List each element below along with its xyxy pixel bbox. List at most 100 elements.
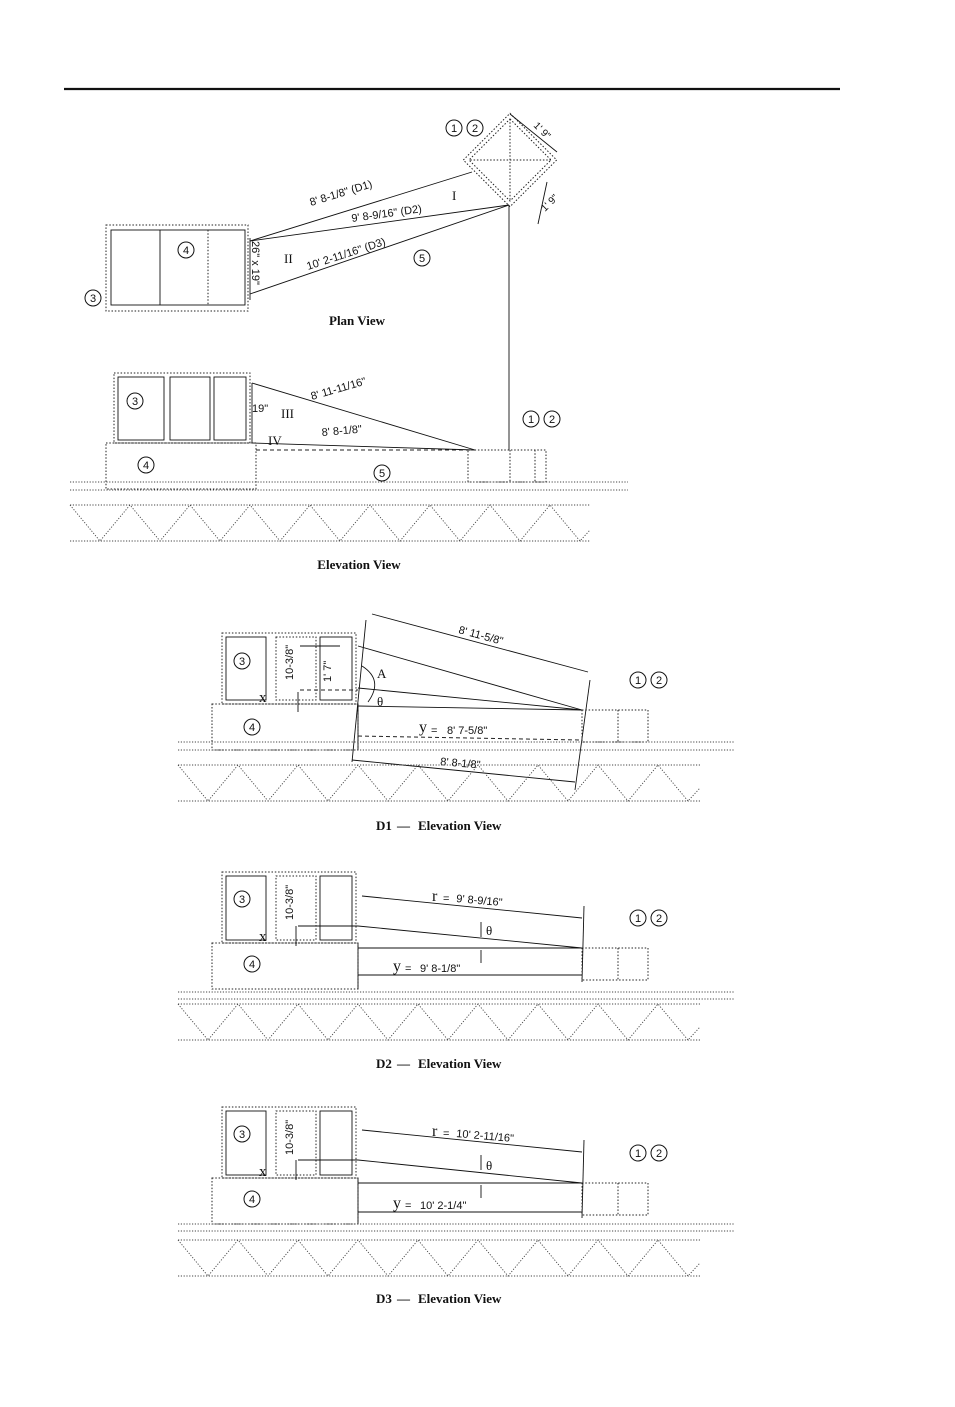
d2-device — [581, 947, 649, 981]
d1-caption-dash: — — [396, 818, 411, 833]
d1-bottom-label: 8' 8-1/8" — [440, 756, 481, 771]
marker-d2-4: 4 — [243, 955, 261, 973]
plan-line-d2 — [249, 204, 510, 242]
plan-view-caption: Plan View — [329, 313, 386, 328]
elev-upper-machine-right — [213, 376, 247, 441]
d3-caption-text: Elevation View — [418, 1291, 502, 1306]
d2-r-eq: = — [443, 893, 449, 905]
d3-r-letter: r — [432, 1123, 438, 1140]
svg-text:2: 2 — [549, 414, 555, 426]
d2-theta: θ — [486, 923, 492, 938]
d3-theta: θ — [486, 1158, 492, 1173]
plan-square-dim-b: 1' 9" — [539, 192, 561, 214]
svg-text:1: 1 — [635, 1148, 641, 1160]
plan-region-ii: II — [284, 251, 293, 266]
d3-machine-left — [225, 1110, 267, 1176]
svg-text:5: 5 — [419, 253, 425, 265]
svg-text:2: 2 — [656, 675, 662, 687]
marker-elev-5: 5 — [373, 464, 391, 482]
marker-plan-5: 5 — [413, 249, 431, 267]
plan-d3-label: 10' 2-11/16" (D3) — [305, 236, 387, 273]
d2-r-line — [357, 925, 583, 949]
d3-r-eq: = — [443, 1128, 449, 1140]
d2-h1-label: 10-3/8" — [284, 885, 296, 920]
elev-upper-machine-mid — [169, 376, 211, 441]
d1-level-line — [357, 705, 583, 711]
marker-d2-2: 2 — [650, 909, 668, 927]
marker-d1-1: 1 — [629, 671, 647, 689]
svg-text:2: 2 — [656, 1148, 662, 1160]
marker-d3-1: 1 — [629, 1144, 647, 1162]
plan-line-d1 — [249, 171, 473, 242]
d1-ground — [177, 741, 735, 802]
d1-device — [581, 709, 649, 743]
d3-y-letter: y — [393, 1195, 401, 1212]
plan-square-dim-top — [509, 113, 558, 153]
svg-text:4: 4 — [249, 959, 255, 971]
d3-ground — [177, 1223, 735, 1277]
marker-d3-3: 3 — [233, 1125, 251, 1143]
svg-text:2: 2 — [656, 913, 662, 925]
d3-r-line — [357, 1159, 583, 1184]
elev-upper-machine-left — [117, 376, 165, 441]
markers: 1 2 4 3 5 3 4 5 1 2 3 4 1 2 3 4 1 2 3 4 … — [84, 119, 668, 1208]
marker-d3-2: 2 — [650, 1144, 668, 1162]
d1-x-letter: x — [259, 690, 267, 706]
plan-region-i: I — [452, 188, 456, 203]
d1-theta: θ — [377, 694, 383, 709]
d3-h1-label: 10-3/8" — [284, 1120, 296, 1155]
marker-d2-1: 1 — [629, 909, 647, 927]
marker-d1-2: 2 — [650, 671, 668, 689]
d1-caption-label: D1 — [376, 818, 392, 833]
d1-left-tick — [351, 619, 367, 763]
d3-r-dim-line — [361, 1129, 583, 1153]
svg-text:4: 4 — [183, 245, 189, 257]
d3-base — [211, 1177, 359, 1225]
d3-caption-dash: — — [396, 1291, 411, 1306]
marker-plan-2: 2 — [466, 119, 484, 137]
svg-text:2: 2 — [472, 123, 478, 135]
svg-text:3: 3 — [132, 396, 138, 408]
d1-slant-line — [357, 645, 583, 711]
d3-r-value: 10' 2-11/16" — [456, 1128, 515, 1145]
d3-device — [581, 1182, 649, 1216]
plan-machine-body — [110, 229, 246, 306]
d1-machine-mid — [275, 636, 317, 701]
plan-line-d3 — [249, 204, 510, 295]
elevation-view: 19" 8' 11-11/16" 8' 8-1/8" III IV Elevat… — [69, 372, 628, 572]
d1-y-value: 8' 7-5/8" — [447, 725, 487, 737]
d2-y-eq: = — [405, 963, 411, 975]
elev-device — [467, 449, 547, 483]
d2-x-letter: x — [259, 929, 267, 945]
svg-text:1: 1 — [635, 675, 641, 687]
d2-r-value: 9' 8-9/16" — [456, 893, 503, 909]
svg-text:4: 4 — [249, 1194, 255, 1206]
d2-y-letter: y — [393, 958, 401, 975]
elev-ground — [69, 481, 628, 542]
d2-ground — [177, 991, 735, 1041]
d1-elevation: 8' 11-5/8" 8' 8-1/8" y = 8' 7-5/8" x 10-… — [177, 613, 735, 833]
plan-view: 8' 8-1/8" (D1) 9' 8-9/16" (D2) 10' 2-11/… — [105, 112, 561, 450]
d1-sight-line — [357, 687, 583, 711]
marker-d2-3: 3 — [233, 890, 251, 908]
d1-angle-a: A — [377, 666, 387, 681]
plan-machine-outline — [105, 224, 249, 312]
plan-d1-label: 8' 8-1/8" (D1) — [308, 178, 373, 208]
marker-plan-3: 3 — [84, 289, 102, 307]
d2-machine-mid — [275, 875, 317, 941]
d2-machine-left — [225, 875, 267, 941]
elevation-view-caption: Elevation View — [317, 557, 401, 572]
svg-text:1: 1 — [451, 123, 457, 135]
d2-right-tick — [581, 905, 585, 983]
d3-right-tick — [581, 1139, 585, 1219]
svg-text:3: 3 — [239, 894, 245, 906]
d2-caption-label: D2 — [376, 1056, 392, 1071]
d3-caption-label: D3 — [376, 1291, 392, 1306]
d2-caption-dash: — — [396, 1056, 411, 1071]
d1-y-letter: y — [419, 719, 427, 736]
marker-d3-4: 4 — [243, 1190, 261, 1208]
d2-machine-right — [319, 875, 353, 941]
elev-slant-line — [251, 382, 476, 451]
svg-text:3: 3 — [239, 1129, 245, 1141]
